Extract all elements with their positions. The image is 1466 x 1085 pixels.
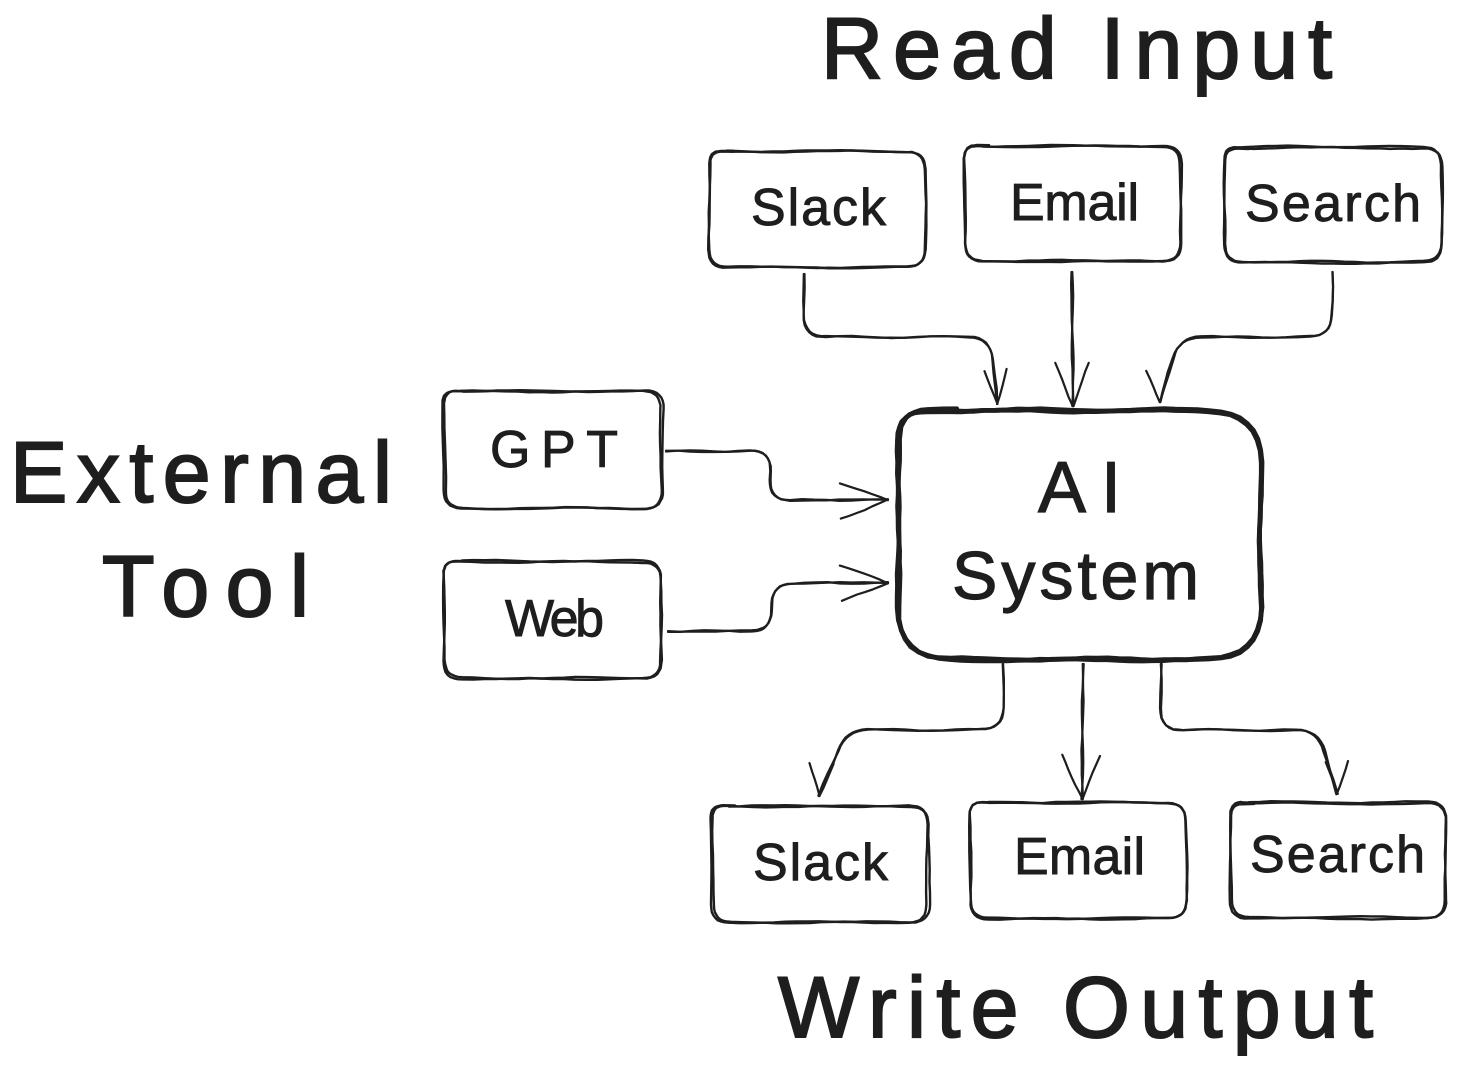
svg-text:GPT: GPT bbox=[490, 421, 618, 479]
svg-text:Web: Web bbox=[505, 590, 604, 648]
svg-text:Search: Search bbox=[1245, 175, 1421, 233]
svg-text:Write Output: Write Output bbox=[778, 960, 1373, 1056]
svg-text:Email: Email bbox=[1014, 828, 1145, 886]
svg-text:Search: Search bbox=[1250, 826, 1425, 884]
svg-text:External: External bbox=[10, 425, 392, 521]
svg-text:AI: AI bbox=[1038, 448, 1121, 528]
svg-text:Email: Email bbox=[1010, 174, 1139, 232]
svg-text:Slack: Slack bbox=[751, 179, 887, 237]
svg-text:Slack: Slack bbox=[753, 834, 889, 892]
svg-text:Read Input: Read Input bbox=[821, 1, 1332, 97]
